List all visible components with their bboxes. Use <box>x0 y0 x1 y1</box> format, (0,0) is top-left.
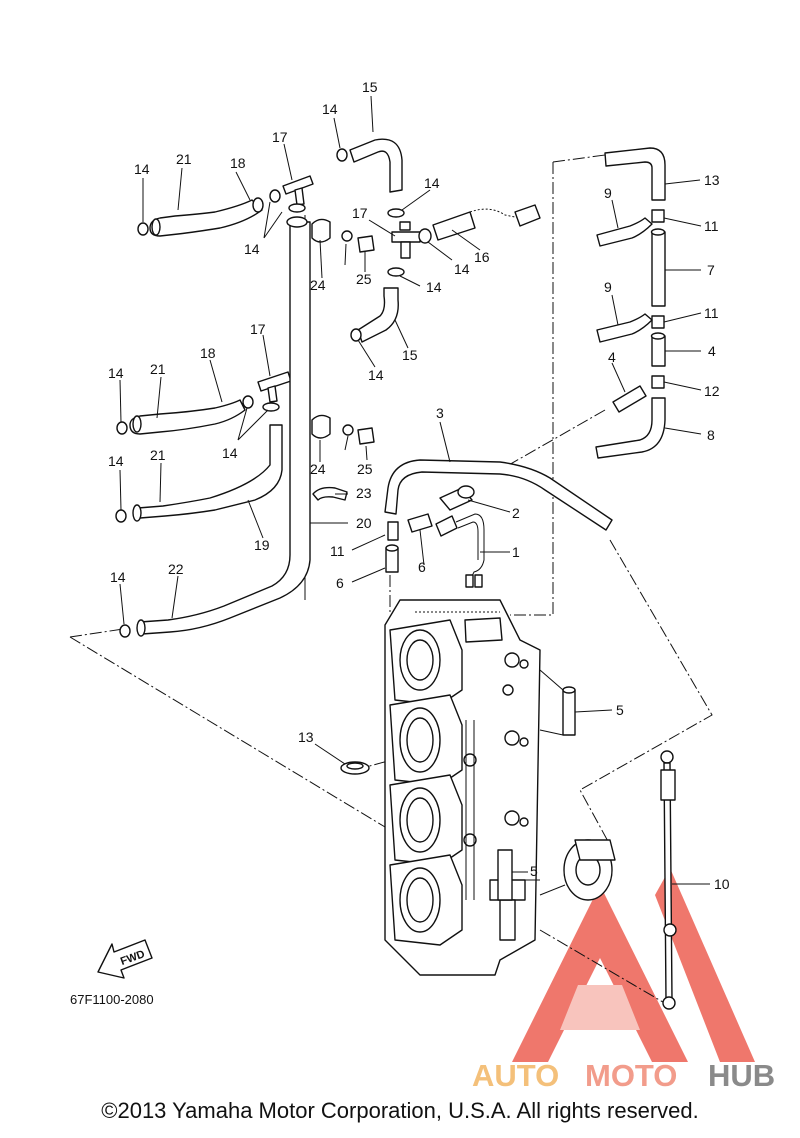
callout-13: 13 <box>298 729 314 745</box>
callout-1: 1 <box>512 544 520 560</box>
throttle-body-assembly <box>384 599 616 976</box>
part-code: 67F1100-2080 <box>70 992 154 1007</box>
callout-10: 10 <box>714 876 730 892</box>
watermark-logo <box>512 868 755 1062</box>
callout-4: 4 <box>608 349 616 365</box>
callout-14: 14 <box>454 261 470 277</box>
callout-11: 11 <box>704 305 719 321</box>
callout-23: 24 <box>310 461 326 477</box>
callout-17: 17 <box>352 205 368 221</box>
callout-6: 6 <box>336 575 344 591</box>
center-hose-group <box>384 459 613 588</box>
callout-14: 14 <box>244 241 260 257</box>
svg-text:AUTO: AUTO <box>472 1058 559 1093</box>
callout-15: 15 <box>362 79 378 95</box>
callout-5: 5 <box>616 702 624 718</box>
middle-hose-group <box>115 371 375 523</box>
link-rod-10 <box>660 750 677 1010</box>
callout-2: 2 <box>512 505 520 521</box>
callout-17: 17 <box>272 129 288 145</box>
copyright-text: ©2013 Yamaha Motor Corporation, U.S.A. A… <box>101 1098 699 1123</box>
clip-icon <box>137 222 149 236</box>
callout-14: 14 <box>110 569 126 585</box>
callout-14: 14 <box>134 161 150 177</box>
svg-text:MOTO: MOTO <box>585 1058 677 1093</box>
callout-14: 14 <box>368 367 384 383</box>
callout-20: 20 <box>356 515 372 531</box>
callout-6: 6 <box>418 559 426 575</box>
callout-11: 12 <box>704 383 720 399</box>
clip-13 <box>340 761 370 775</box>
callout-11: 11 <box>330 543 345 559</box>
callout-21: 21 <box>150 361 166 377</box>
callout-23: 24 <box>310 277 326 293</box>
fwd-arrow-icon: FWD <box>97 939 153 979</box>
callout-24: 25 <box>357 461 373 477</box>
upper-hose-group <box>137 138 541 343</box>
callout-16: 16 <box>474 249 490 265</box>
callout-14: 14 <box>426 279 442 295</box>
callout-14: 14 <box>108 453 124 469</box>
callout-22: 23 <box>356 485 372 501</box>
callout-21: 22 <box>168 561 184 577</box>
callout-14: 14 <box>222 445 238 461</box>
callout-12: 13 <box>704 172 720 188</box>
callout-24: 25 <box>356 271 372 287</box>
callout-21: 21 <box>150 447 166 463</box>
svg-text:HUB: HUB <box>708 1058 775 1093</box>
watermark-text: AUTO MOTO HUB <box>472 1058 775 1093</box>
callout-14: 14 <box>322 101 338 117</box>
long-hose-group <box>119 216 311 638</box>
callout-9: 9 <box>604 279 612 295</box>
callout-11: 11 <box>704 218 719 234</box>
callout-15: 15 <box>402 347 418 363</box>
leader-lines <box>119 95 710 885</box>
callout-21: 21 <box>176 151 192 167</box>
callout-18: 18 <box>200 345 216 361</box>
callout-17: 17 <box>250 321 266 337</box>
callout-14: 14 <box>108 365 124 381</box>
callout-14: 14 <box>424 175 440 191</box>
callout-3: 3 <box>436 405 444 421</box>
callout-18: 18 <box>230 155 246 171</box>
callout-5: 5 <box>530 863 538 879</box>
right-hose-group <box>595 147 666 459</box>
callout-4: 4 <box>708 343 716 359</box>
callout-19: 19 <box>254 537 270 553</box>
callout-7: 7 <box>707 262 715 278</box>
callout-labels: 14 21 18 14 17 14 15 14 17 14 16 14 24 2… <box>70 79 730 1007</box>
callout-9: 9 <box>604 185 612 201</box>
callout-8: 8 <box>707 427 715 443</box>
